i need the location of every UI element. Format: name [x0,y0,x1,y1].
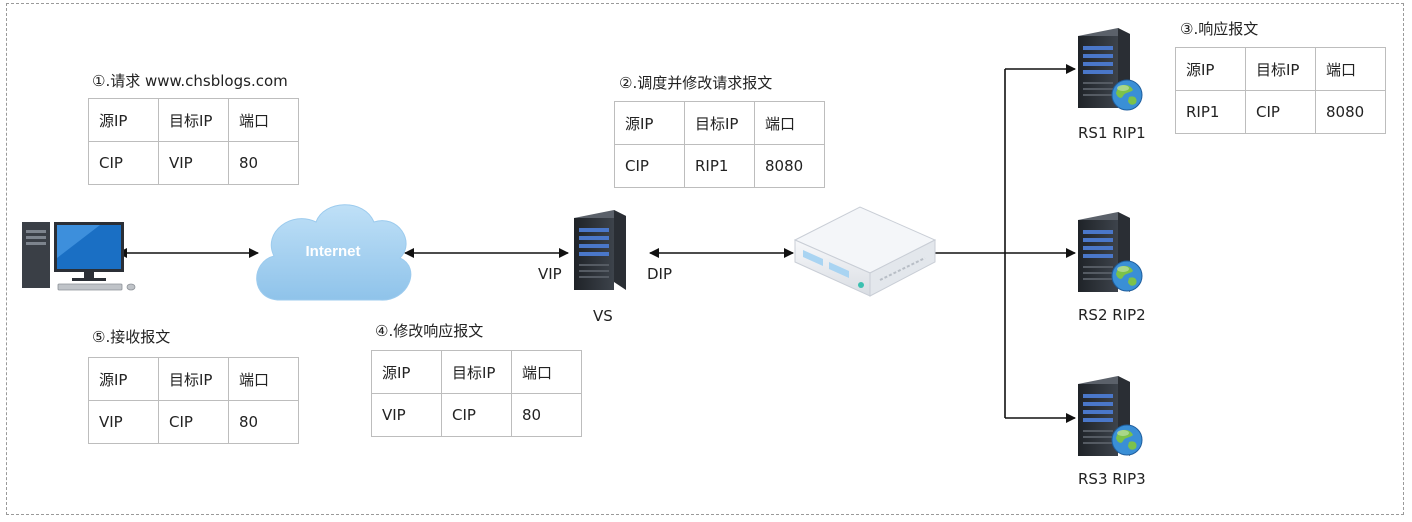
cell-port: 80 [228,141,299,185]
table-row: RIP1 CIP 8080 [1175,90,1386,134]
cell-port: 8080 [1315,90,1386,134]
internet-label: Internet [305,243,360,260]
vip-label: VIP [538,265,562,283]
header-src-ip: 源IP [614,101,685,145]
globe-icon [1111,79,1143,111]
rs2-label: RS2 RIP2 [1078,306,1146,324]
header-port: 端口 [754,101,825,145]
table-row: 源IP 目标IP 端口 [88,357,299,401]
table-row: VIP CIP 80 [371,393,582,437]
table-row: CIP VIP 80 [88,141,299,185]
rs1-label: RS1 RIP1 [1078,124,1146,142]
cell-src-ip: VIP [371,393,442,437]
vs-label: VS [593,307,613,325]
packet-caption: ③.响应报文 [1180,20,1259,38]
cell-dst-ip: CIP [1245,90,1316,134]
packet-caption: ⑤.接收报文 [92,328,171,346]
header-dst-ip: 目标IP [441,350,512,394]
cell-port: 80 [511,393,582,437]
cell-port: 8080 [754,144,825,188]
cell-dst-ip: VIP [158,141,229,185]
table-row: 源IP 目标IP 端口 [371,350,582,394]
header-dst-ip: 目标IP [684,101,755,145]
header-src-ip: 源IP [88,98,159,142]
cell-dst-ip: CIP [441,393,512,437]
table-row: 源IP 目标IP 端口 [88,98,299,142]
rs3-label: RS3 RIP3 [1078,470,1146,488]
table-row: VIP CIP 80 [88,400,299,444]
table-row: 源IP 目标IP 端口 [1175,47,1386,91]
header-src-ip: 源IP [1175,47,1246,91]
cell-src-ip: CIP [88,141,159,185]
packet-table: 源IP 目标IP 端口 VIP CIP 80 [371,350,582,437]
packet-table: 源IP 目标IP 端口 CIP VIP 80 [88,98,299,185]
header-src-ip: 源IP [371,350,442,394]
packet-table: 源IP 目标IP 端口 CIP RIP1 8080 [614,101,825,188]
packet-table: 源IP 目标IP 端口 RIP1 CIP 8080 [1175,47,1386,134]
switch-icon [793,206,937,297]
table-row: 源IP 目标IP 端口 [614,101,825,145]
globe-icon [1111,424,1143,456]
header-dst-ip: 目标IP [158,98,229,142]
cell-src-ip: VIP [88,400,159,444]
dip-label: DIP [647,265,673,283]
header-src-ip: 源IP [88,357,159,401]
packet-caption: ②.调度并修改请求报文 [619,74,773,92]
diagram-frame [6,3,1404,515]
header-port: 端口 [228,98,299,142]
cloud-icon [256,204,412,301]
computer-icon [22,222,136,291]
packet-table: 源IP 目标IP 端口 VIP CIP 80 [88,357,299,444]
cell-src-ip: RIP1 [1175,90,1246,134]
cell-port: 80 [228,400,299,444]
header-port: 端口 [511,350,582,394]
header-dst-ip: 目标IP [158,357,229,401]
header-port: 端口 [1315,47,1386,91]
header-dst-ip: 目标IP [1245,47,1316,91]
table-row: CIP RIP1 8080 [614,144,825,188]
cell-dst-ip: RIP1 [684,144,755,188]
packet-caption: ①.请求 www.chsblogs.com [92,72,288,90]
server-icon [574,210,626,290]
cell-src-ip: CIP [614,144,685,188]
cell-dst-ip: CIP [158,400,229,444]
packet-caption: ④.修改响应报文 [375,322,484,340]
header-port: 端口 [228,357,299,401]
globe-icon [1111,260,1143,292]
